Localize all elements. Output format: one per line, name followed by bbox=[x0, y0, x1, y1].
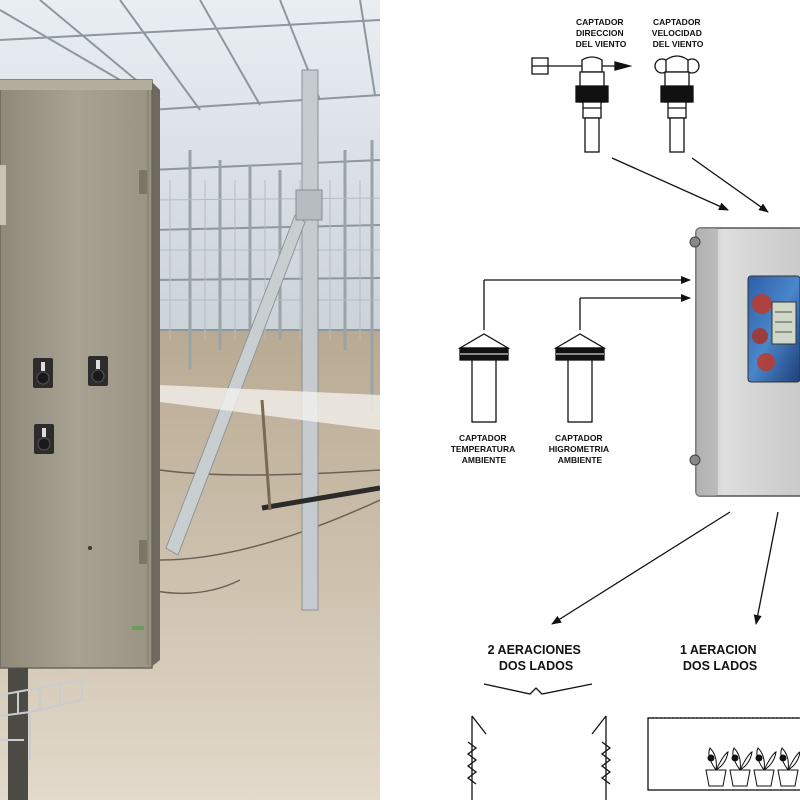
temperature-label-line-1: CAPTADOR bbox=[459, 433, 507, 443]
mount-lug-bottom bbox=[689, 454, 701, 466]
wind-speed-sensor-label: CAPTADOR VELOCIDAD DEL VIENTO bbox=[652, 17, 704, 49]
humidity-label-line-1: CAPTADOR bbox=[555, 433, 603, 443]
two-vents-label-line-2: DOS LADOS bbox=[499, 659, 573, 673]
stake bbox=[260, 399, 272, 511]
two-vents-label: 2 AERACIONES DOS LADOS bbox=[488, 643, 585, 673]
two-vents-illustration bbox=[466, 683, 612, 800]
control-cabinet bbox=[0, 79, 153, 669]
light-streak bbox=[160, 385, 380, 430]
mount-lug-top bbox=[689, 236, 701, 248]
anemometer-icon bbox=[654, 55, 700, 153]
black-pipe bbox=[261, 485, 380, 511]
one-vent-label: 1 AERACION DOS LADOS bbox=[680, 643, 760, 673]
wind-speed-label-line-3: DEL VIENTO bbox=[653, 39, 704, 49]
selector-switch-1 bbox=[33, 358, 53, 388]
wind-direction-arrow bbox=[611, 157, 729, 211]
photo-canvas bbox=[0, 0, 380, 800]
wind-speed-label-line-2: VELOCIDAD bbox=[652, 28, 702, 38]
selector-switch-2 bbox=[88, 356, 108, 386]
cabinet-tag bbox=[132, 626, 144, 630]
two-vents-label-line-1: 2 AERACIONES bbox=[488, 643, 581, 657]
one-vent-arrow bbox=[753, 511, 779, 625]
wind-direction-sensor-label: CAPTADOR DIRECCION DEL VIENTO bbox=[576, 17, 627, 49]
diagram-canvas: CAPTADOR DIRECCION DEL VIENTO CAPTADOR V… bbox=[451, 17, 800, 800]
wind-speed-label-line-1: CAPTADOR bbox=[653, 17, 701, 27]
wind-direction-label-line-2: DIRECCION bbox=[576, 28, 624, 38]
wind-direction-label-line-3: DEL VIENTO bbox=[576, 39, 627, 49]
one-vent-label-line-1: 1 AERACION bbox=[680, 643, 757, 657]
wind-speed-arrow bbox=[691, 157, 769, 213]
humidity-label-line-3: AMBIENTE bbox=[558, 455, 603, 465]
far-grid bbox=[149, 180, 380, 340]
brace-clamp bbox=[295, 189, 323, 221]
cabinet-top-edge bbox=[0, 80, 152, 90]
two-vents-arrow bbox=[551, 511, 731, 625]
wind-vane-icon bbox=[531, 56, 633, 153]
humidity-label-line-2: HIGROMETRIA bbox=[549, 444, 609, 454]
wind-direction-label-line-1: CAPTADOR bbox=[576, 17, 624, 27]
controller-lcd bbox=[771, 301, 797, 345]
main-post bbox=[301, 69, 319, 611]
hinge-top bbox=[139, 170, 147, 194]
temperature-label-line-3: AMBIENTE bbox=[462, 455, 507, 465]
temperature-sensor-icon bbox=[457, 280, 511, 423]
control-diagram: CAPTADOR DIRECCION DEL VIENTO CAPTADOR V… bbox=[380, 0, 800, 800]
plant-pots-icon bbox=[705, 747, 800, 787]
cabinet-plate bbox=[0, 165, 6, 225]
humidity-sensor-icon bbox=[553, 298, 607, 423]
cable-tray bbox=[0, 678, 83, 760]
greenhouse-cabinet-photo bbox=[0, 0, 380, 800]
humidity-sensor-label: CAPTADOR HIGROMETRIA AMBIENTE bbox=[549, 433, 612, 465]
temperature-label-line-2: TEMPERATURA bbox=[451, 444, 515, 454]
selector-switch-3 bbox=[34, 424, 54, 454]
climate-controller bbox=[689, 227, 800, 497]
hinge-bottom bbox=[139, 540, 147, 564]
cabinet-screw bbox=[88, 546, 92, 550]
cabinet-stand bbox=[8, 668, 28, 800]
temperature-sensor-label: CAPTADOR TEMPERATURA AMBIENTE bbox=[451, 433, 518, 465]
one-vent-label-line-2: DOS LADOS bbox=[683, 659, 757, 673]
one-vent-greenhouse-illustration bbox=[647, 717, 800, 791]
